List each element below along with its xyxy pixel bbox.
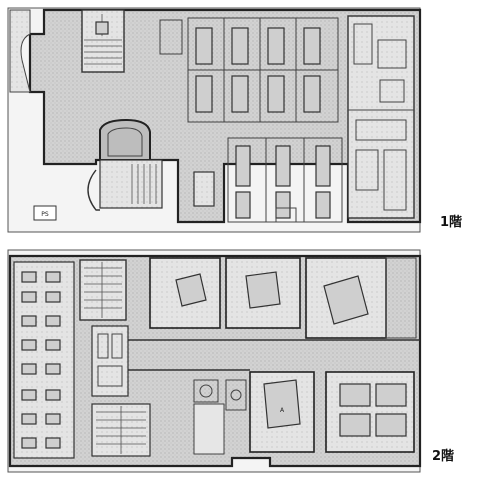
floor-1-entry-corridor — [9, 9, 31, 93]
floor-1-counter-inner — [107, 127, 143, 157]
floor-2-lower-rooms — [249, 371, 415, 453]
floor-1-ps-box — [33, 205, 57, 221]
floor-1-ps-tag: PS — [41, 211, 49, 218]
floor-1-stair-core — [81, 9, 125, 73]
floor-1-pillar-box — [193, 171, 215, 207]
floor-2-label: 2階 — [432, 448, 454, 464]
floor-1-lower-stair — [99, 159, 163, 209]
floor-1-booth-tables — [195, 27, 331, 219]
floor-1-booth-partitions — [187, 17, 343, 223]
floor-1-lower-stair-treads — [131, 164, 157, 204]
floor-1-small-room — [159, 19, 183, 55]
floor-2-left-seats — [21, 271, 61, 449]
floor-1-elevator — [95, 21, 109, 35]
floor-2-upper-stair-treads — [84, 262, 122, 318]
floor-1-outer-wall — [28, 8, 422, 224]
floor-2-booth-letter: A — [280, 407, 285, 414]
floor-1-entrance-mat — [275, 207, 297, 223]
floor-1-label: 1階 — [440, 214, 462, 230]
floor-2-outer-wall — [8, 254, 422, 468]
floor-1-kitchen — [347, 15, 415, 219]
floor-2-lower-stair-treads — [96, 406, 146, 454]
floor-2-private-rooms — [149, 257, 417, 339]
floor-2-upper-stair — [79, 259, 127, 321]
floor-2-left-dining — [13, 261, 75, 459]
floor-1-curved-wall — [87, 169, 100, 211]
floor-2-corridor — [128, 339, 420, 371]
floor-1-kitchen-fixtures — [348, 23, 414, 211]
floor-2-service-fixtures — [97, 333, 123, 387]
floor-2-toilets — [193, 379, 247, 455]
floor-1-main-area — [30, 10, 420, 222]
floor-2-plan: A — [7, 249, 422, 473]
floor-1-plan: PS — [7, 7, 422, 233]
floor-1-stair-treads — [84, 14, 122, 65]
